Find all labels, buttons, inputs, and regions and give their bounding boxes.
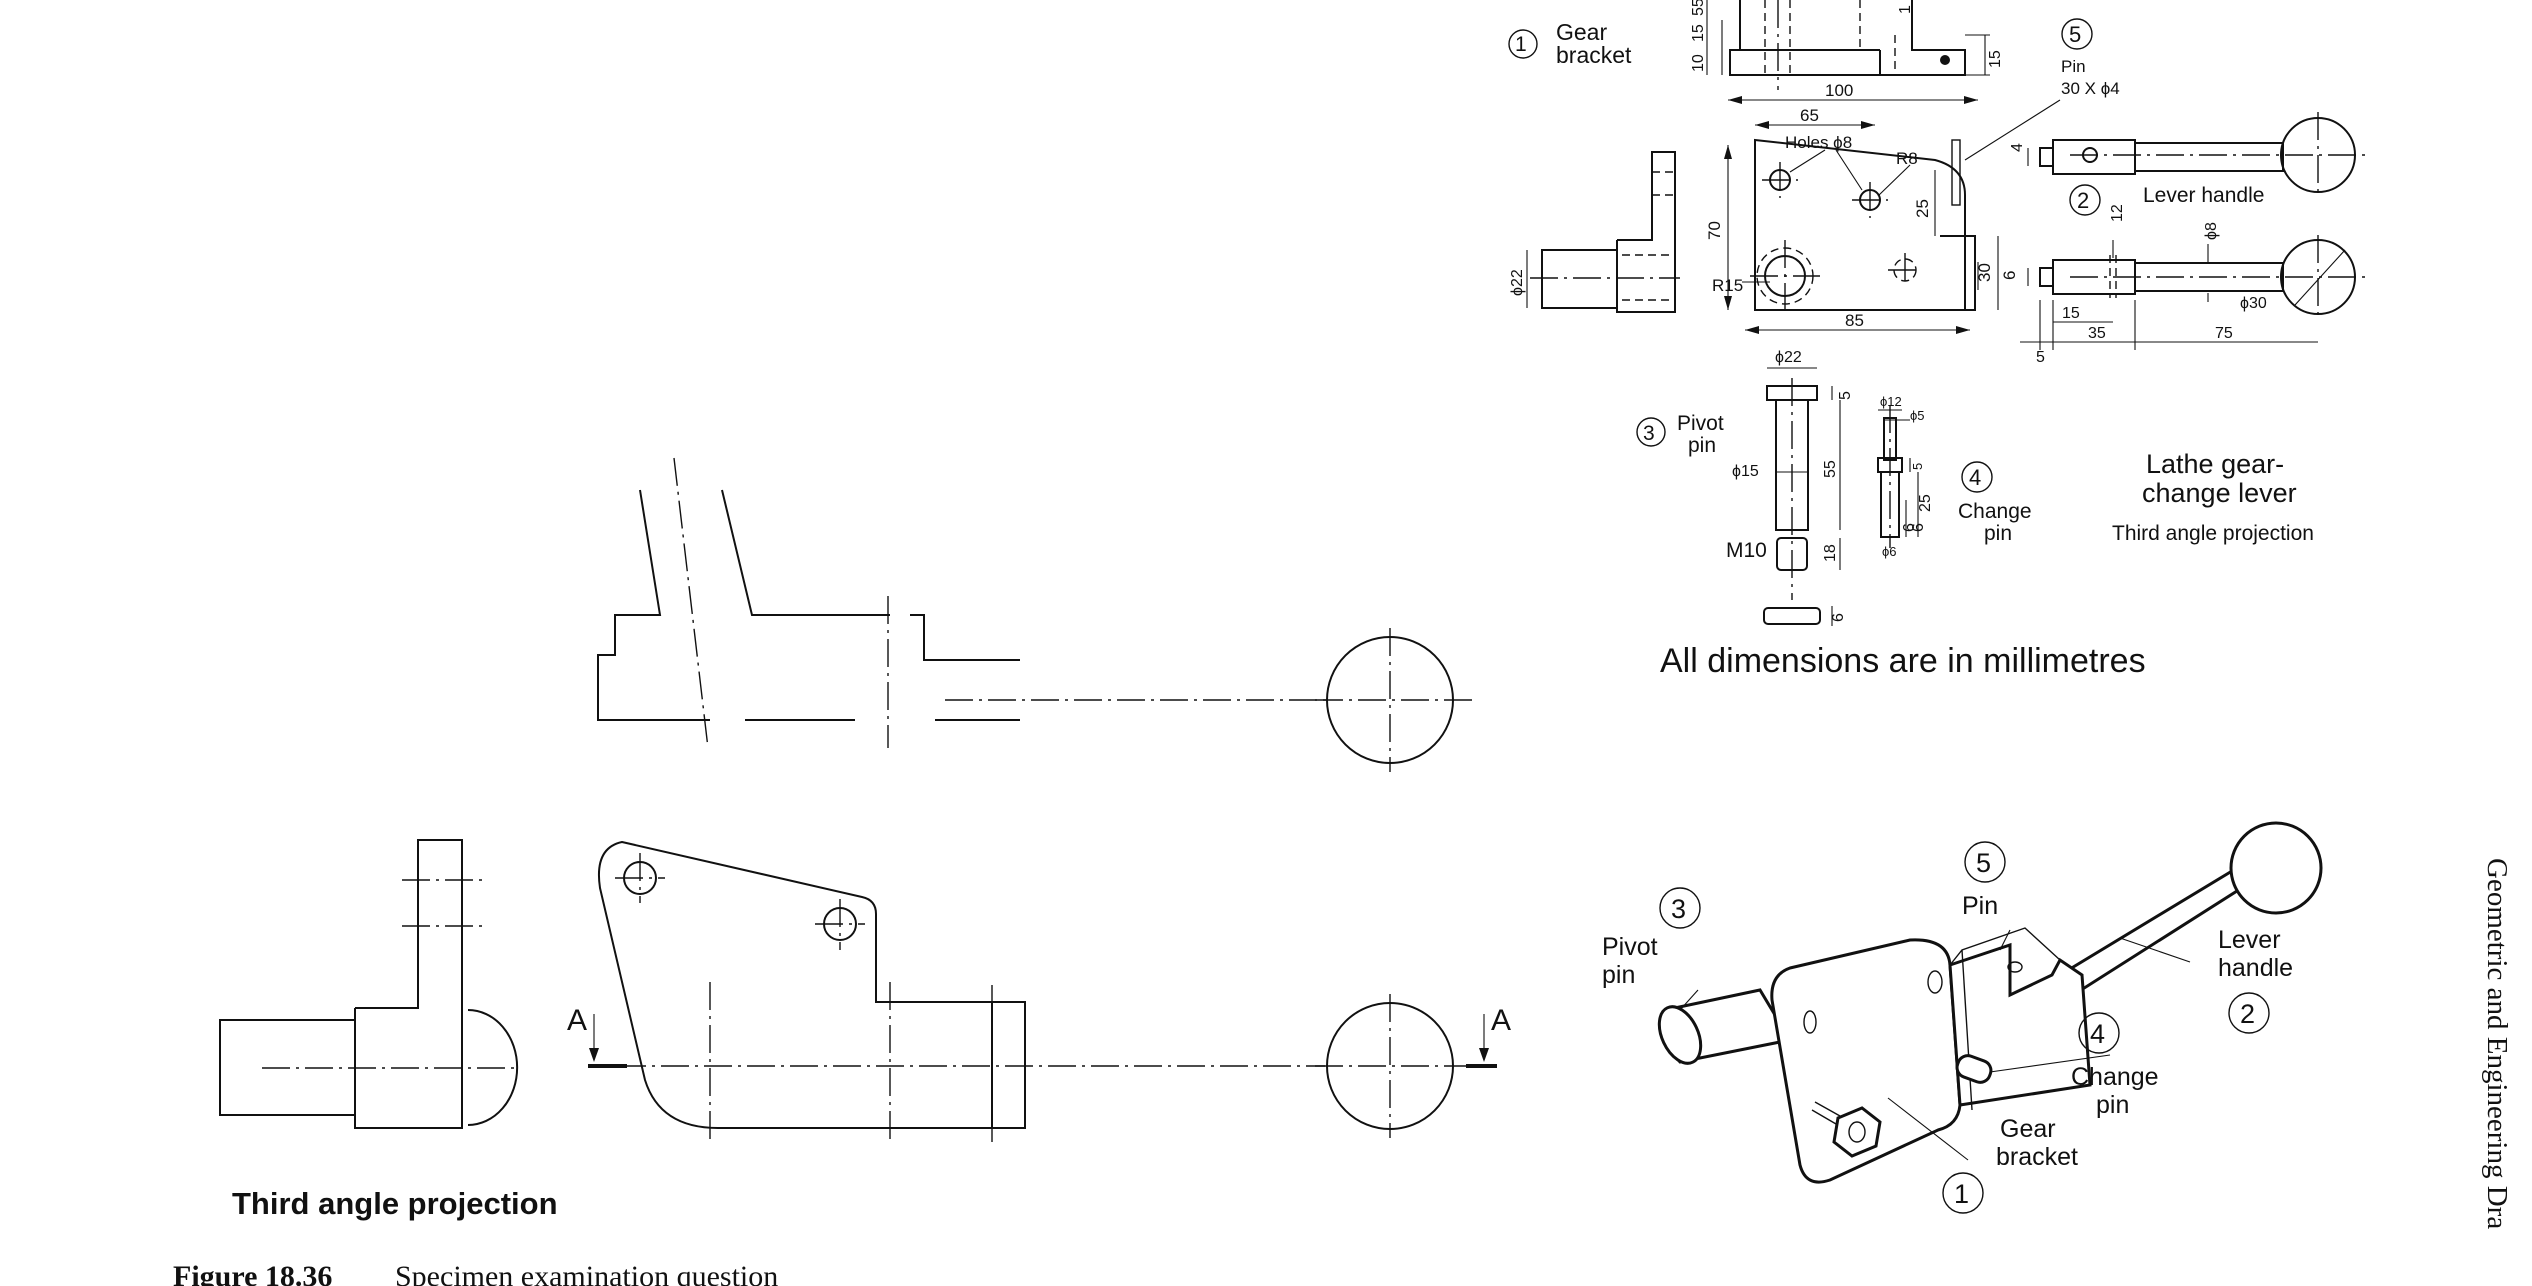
pictorial-2-line2: handle xyxy=(2218,954,2293,982)
dim-15-b: 15 xyxy=(1987,50,2004,68)
pictorial-5-text: Pin xyxy=(1962,892,1998,920)
details-projection: Third angle projection xyxy=(2112,522,2314,545)
pictorial-label-1: 1 Gear bracket xyxy=(1942,1115,2078,1214)
pictorial-2-number: 2 xyxy=(2240,999,2255,1029)
dim-phi30-lever: ϕ30 xyxy=(2240,295,2267,312)
dim-m10: M10 xyxy=(1726,539,1767,562)
part-3-label: 3 Pivot pin xyxy=(1636,412,1724,457)
change-pin-view xyxy=(1877,405,1919,548)
part-1-label: 1 Gear bracket xyxy=(1508,19,1632,68)
dim-35-lever: 35 xyxy=(2088,325,2106,342)
dim-65: 65 xyxy=(1800,106,1819,125)
dim-25-change: 25 xyxy=(1917,494,1934,512)
dim-100: 100 xyxy=(1825,81,1853,100)
running-header: Geometric and Engineering Dra xyxy=(2481,858,2513,1229)
part-3-number: 3 xyxy=(1643,422,1655,445)
dim-phi6-change: ϕ6 xyxy=(1882,544,1897,559)
bracket-front-view xyxy=(1724,121,1999,334)
dim-6-change-b: 6 xyxy=(1910,523,1927,532)
pictorial-label-5: 5 Pin xyxy=(1962,841,2006,920)
part-5-name: Pin xyxy=(2061,57,2086,76)
dim-5-lever: 5 xyxy=(2036,349,2045,366)
pictorial-1-number: 1 xyxy=(1954,1179,1969,1209)
part-4-number: 4 xyxy=(1969,465,1981,490)
dim-phi22-side: ϕ22 xyxy=(1509,269,1526,296)
dim-6-bracket: 6 xyxy=(2000,271,2019,280)
pictorial-4-line2: pin xyxy=(2096,1091,2129,1119)
part-5-spec: 30 X ϕ4 xyxy=(2061,79,2120,98)
dim-85: 85 xyxy=(1845,311,1864,330)
question-plan-view xyxy=(597,457,1472,772)
pictorial-label-2: 2 Lever handle xyxy=(2218,926,2293,1034)
lever-handle-views xyxy=(2020,112,2370,350)
pictorial-assembly xyxy=(1657,821,2323,1184)
part-2-name: Lever handle xyxy=(2143,184,2264,207)
dim-15-lever: 15 xyxy=(2062,305,2080,322)
part-3-name-line1: Pivot xyxy=(1677,412,1724,435)
part-2-number: 2 xyxy=(2077,188,2089,213)
pivot-pin-view xyxy=(1763,367,1841,626)
dim-70: 70 xyxy=(1705,221,1724,240)
dim-r15: R15 xyxy=(1712,276,1743,295)
pictorial-3-line1: Pivot xyxy=(1602,933,1658,961)
dim-r8: R8 xyxy=(1896,149,1918,168)
dim-12-lever: 12 xyxy=(2109,204,2126,222)
dim-6-pivot: 6 xyxy=(1830,613,1847,622)
pictorial-5-number: 5 xyxy=(1976,848,1991,878)
dim-1: 1 xyxy=(1897,5,1914,14)
part-1-circle xyxy=(1508,29,1538,59)
part-5-number: 5 xyxy=(2069,22,2081,47)
dim-phi12-change: ϕ12 xyxy=(1880,394,1902,409)
dim-phi5-change: ϕ5 xyxy=(1910,408,1925,423)
pictorial-2-line1: Lever xyxy=(2218,926,2281,954)
dim-55-pivot: 55 xyxy=(1822,460,1839,478)
pictorial-1-line2: bracket xyxy=(1996,1143,2078,1171)
details-title-line1: Lathe gear- xyxy=(2146,449,2284,479)
pictorial-3-line2: pin xyxy=(1602,961,1635,989)
pictorial-4-line1: Change xyxy=(2071,1063,2159,1091)
dim-holes: Holes ϕ8 xyxy=(1785,133,1852,152)
question-projection-label: Third angle projection xyxy=(232,1186,558,1221)
part-1-number: 1 xyxy=(1515,33,1527,56)
dim-phi15-pivot: ϕ15 xyxy=(1732,463,1759,480)
dimensions-note: All dimensions are in millimetres xyxy=(1660,642,2146,680)
part-2-label: 2 Lever handle xyxy=(2069,184,2264,216)
dim-phi22-pivot: ϕ22 xyxy=(1775,349,1802,366)
dim-55-top: 55 xyxy=(1690,0,1707,16)
bracket-plan-view xyxy=(1706,0,1990,90)
dim-18-pivot: 18 xyxy=(1822,544,1839,562)
question-front-view xyxy=(588,840,1497,1145)
pictorial-1-line1: Gear xyxy=(2000,1115,2056,1143)
dim-5-pivot: 5 xyxy=(1837,391,1854,400)
part-1-name-line1: Gear xyxy=(1556,19,1607,45)
details-title-line2: change lever xyxy=(2142,478,2297,508)
dim-5-change: 5 xyxy=(1910,463,1925,470)
section-mark-left: A xyxy=(567,1004,587,1037)
figure-caption: Specimen examination question xyxy=(395,1260,778,1286)
figure-number: Figure 18.36 xyxy=(173,1260,332,1286)
dim-75-lever: 75 xyxy=(2215,325,2233,342)
dim-25: 25 xyxy=(1913,199,1932,218)
part-4-label: 4 Change pin xyxy=(1958,461,2032,545)
dim-6-change-a: 6 xyxy=(1901,523,1918,532)
part-4-name-line2: pin xyxy=(1984,522,2012,545)
part-3-name-line2: pin xyxy=(1688,434,1716,457)
part-1-name-line2: bracket xyxy=(1556,42,1632,68)
pictorial-label-3: 3 Pivot pin xyxy=(1602,887,1701,989)
pictorial-4-number: 4 xyxy=(2090,1019,2105,1049)
dim-30: 30 xyxy=(1975,263,1994,282)
pictorial-3-number: 3 xyxy=(1671,894,1686,924)
bracket-side-view xyxy=(1526,151,1680,313)
part-5-label: 5 Pin 30 X ϕ4 xyxy=(1964,18,2120,161)
dim-4-lever: 4 xyxy=(2009,143,2026,152)
part-4-name-line1: Change xyxy=(1958,500,2032,523)
pictorial-label-4: 4 Change pin xyxy=(2071,1012,2159,1119)
dim-15-a: 15 xyxy=(1690,24,1707,42)
dim-phi8-lever: ϕ8 xyxy=(2203,222,2220,240)
question-side-view xyxy=(219,839,520,1129)
section-mark-right: A xyxy=(1491,1004,1511,1037)
dim-10: 10 xyxy=(1690,54,1707,72)
